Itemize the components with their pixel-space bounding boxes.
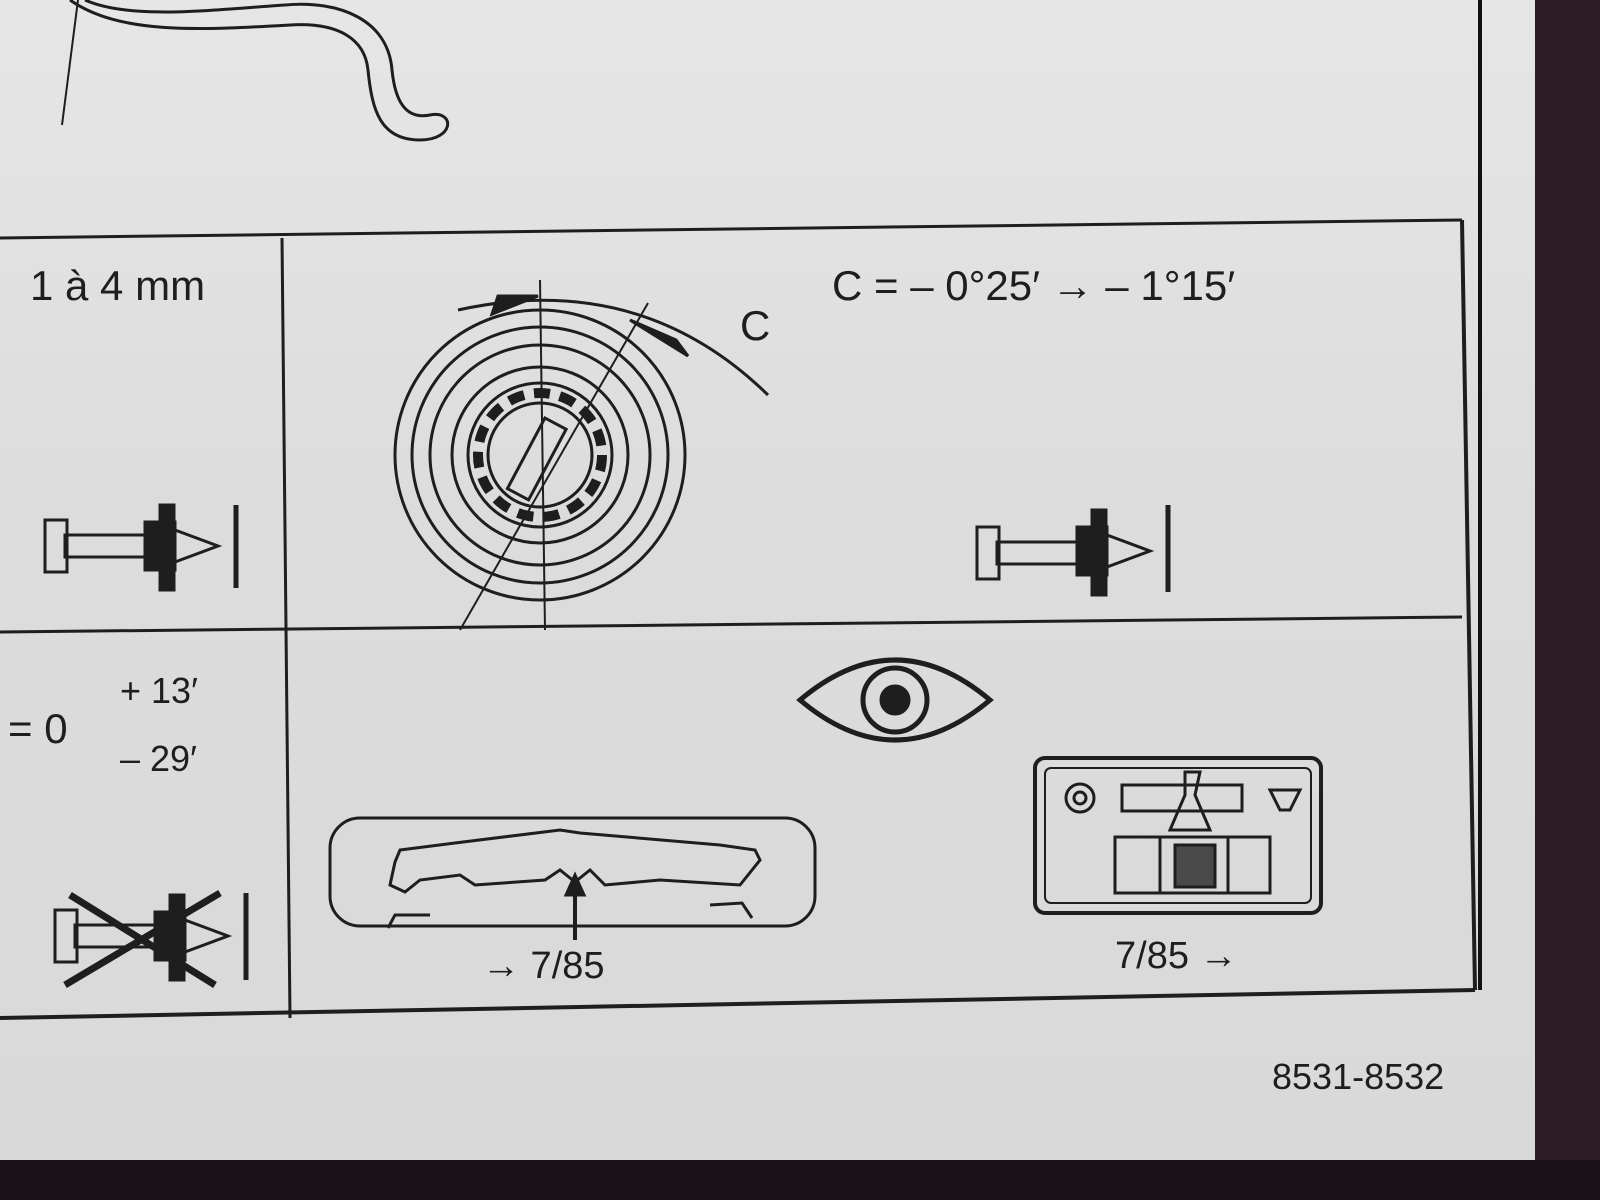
toe-lower-tolerance: – 29′	[120, 738, 197, 779]
top-wire-drawing	[69, 0, 449, 142]
gauge-reference: → 7/85	[482, 945, 605, 987]
toe-equals: = 0	[8, 705, 68, 752]
toe-upper-tolerance: + 13′	[120, 670, 198, 711]
adjust-symbol-right	[975, 505, 1171, 597]
table-column-divider	[280, 237, 292, 1019]
table-right-border	[1460, 219, 1477, 991]
table-bottom-border	[0, 988, 1476, 1020]
table-row-divider	[0, 615, 1463, 634]
gauge-tool-drawing	[328, 816, 817, 940]
background-surface	[0, 1160, 1600, 1200]
camber-range: C = – 0°25′ → – 1°15′	[832, 262, 1236, 309]
wheel-camber-diagram	[393, 279, 770, 631]
no-adjust-symbol	[53, 889, 249, 989]
clearance-value: 1 à 4 mm	[30, 262, 206, 309]
manual-page	[0, 0, 1535, 1160]
page-code: 8531-8532	[1272, 1056, 1445, 1097]
camber-angle-label: C	[740, 302, 771, 349]
instrument-panel-drawing	[1033, 756, 1323, 915]
table-top-border	[0, 218, 1463, 240]
panel-reference: 7/85 →	[1115, 935, 1238, 977]
top-leader-line	[61, 0, 79, 126]
adjust-symbol-left	[43, 503, 239, 592]
eye-icon	[796, 657, 994, 743]
page-binding-edge	[1478, 0, 1482, 990]
